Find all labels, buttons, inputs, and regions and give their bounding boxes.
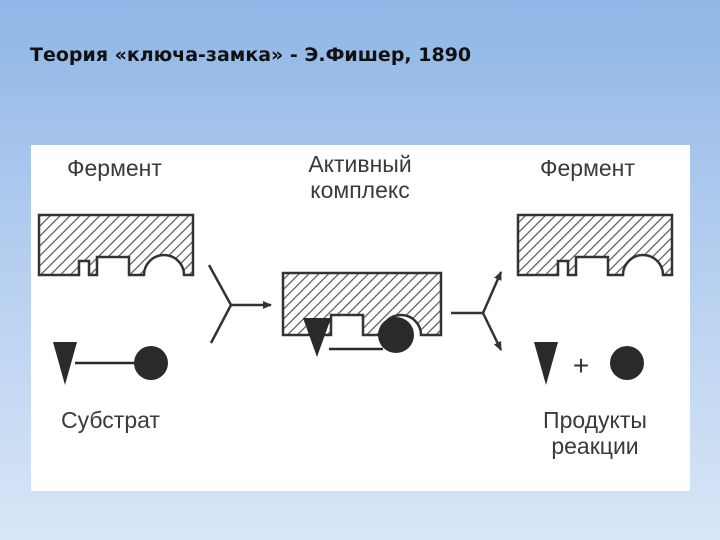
label-active-complex-line1: Активный [293, 151, 427, 177]
label-reaction-products: Продукты реакции [531, 407, 659, 460]
enzyme-left-shape [39, 215, 193, 275]
lock-and-key-diagram: + Фермент Активный комплекс Фермент Субс… [31, 145, 690, 491]
label-enzyme-left: Фермент [67, 155, 162, 181]
substrate-triangle [53, 342, 77, 385]
arrow-out-up [483, 272, 501, 313]
plus-sign: + [573, 350, 589, 381]
enzyme-right-shape [518, 215, 672, 275]
arrow-out-down [483, 313, 501, 350]
complex-substrate-circle [378, 317, 414, 353]
label-products-line2: реакции [531, 433, 659, 459]
label-products-line1: Продукты [531, 407, 659, 433]
slide-title: Теория «ключа-замка» - Э.Фишер, 1890 [30, 44, 471, 66]
label-substrate: Субстрат [61, 407, 160, 433]
complex-substrate-triangle [303, 318, 331, 357]
substrate-circle [134, 346, 168, 380]
product-triangle [534, 342, 558, 385]
label-active-complex-line2: комплекс [293, 177, 427, 203]
arrow-in [209, 265, 231, 343]
label-enzyme-right: Фермент [540, 155, 635, 181]
product-circle [610, 346, 644, 380]
label-active-complex: Активный комплекс [293, 151, 427, 204]
